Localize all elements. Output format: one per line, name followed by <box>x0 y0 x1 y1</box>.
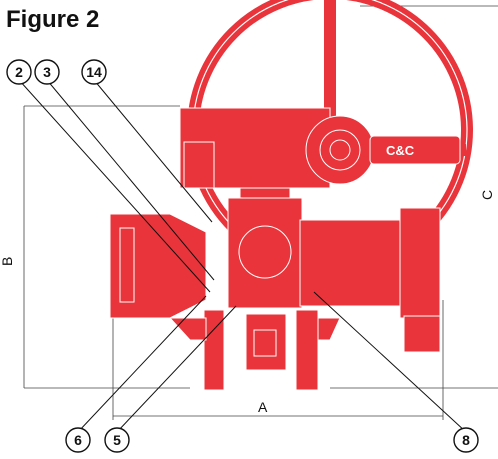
callout-8: 8 <box>453 427 479 453</box>
callout-label-2: 2 <box>15 64 23 80</box>
figure-title: Figure 2 <box>6 6 100 33</box>
valve-body <box>109 187 441 391</box>
callout-2: 2 <box>6 59 32 85</box>
gearbox <box>179 107 461 189</box>
callout-5: 5 <box>104 427 130 453</box>
callout-label-14: 14 <box>86 64 102 80</box>
callout-3: 3 <box>34 59 60 85</box>
dimension-label-b: B <box>0 257 15 266</box>
callout-label-8: 8 <box>462 432 470 448</box>
dimension-label-c: C <box>479 190 495 200</box>
callout-label-3: 3 <box>43 64 51 80</box>
callout-6: 6 <box>65 427 91 453</box>
dimension-lines <box>23 5 498 420</box>
brand-label: C&C <box>386 143 415 158</box>
callout-label-5: 5 <box>113 432 121 448</box>
dimension-label-a: A <box>258 399 268 415</box>
leader-lines <box>18 79 467 433</box>
callout-label-6: 6 <box>74 432 82 448</box>
callout-14: 14 <box>81 59 107 85</box>
